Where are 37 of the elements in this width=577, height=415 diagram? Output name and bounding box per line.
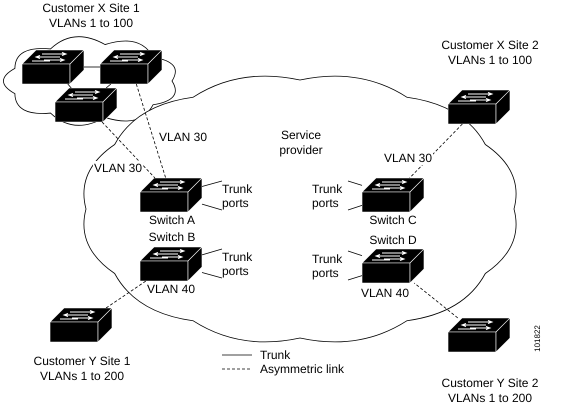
switch-caption: Customer Y Site 2 VLANs 1 to 200: [440, 376, 540, 406]
switch-caption: Customer Y Site 1 VLANs 1 to 200: [32, 354, 132, 384]
trunk-line: [202, 248, 222, 256]
switch-caption: Switch B: [148, 230, 196, 245]
port-label: Trunk ports: [222, 250, 254, 278]
legend-label: Asymmetric link: [260, 362, 344, 376]
trunk-line: [202, 204, 222, 210]
switch-caption: Customer X Site 2 VLANs 1 to 100: [440, 38, 540, 68]
port-label: Trunk ports: [312, 182, 344, 210]
asymmetric-link-line: [102, 122, 156, 178]
cloud-label: Customer X Site 1 VLANs 1 to 100: [41, 1, 141, 31]
asymmetric-link-line: [414, 282, 458, 318]
edge-label: VLAN 40: [146, 282, 196, 296]
trunk-line: [348, 275, 362, 280]
trunk-line: [348, 250, 362, 256]
edge-label: VLAN 30: [158, 130, 208, 144]
figure-number: 101822: [532, 325, 542, 352]
switch-caption: Switch A: [148, 213, 196, 228]
trunk-line: [348, 204, 362, 210]
trunk-line: [84, 66, 100, 68]
switch-caption: Switch C: [368, 213, 418, 228]
asymmetric-link-line: [106, 280, 146, 308]
trunk-line: [202, 272, 222, 278]
edge-label: VLAN 40: [360, 286, 410, 300]
edge-label: VLAN 30: [383, 151, 434, 165]
trunk-line: [348, 180, 362, 186]
cloud-label: Service provider: [278, 128, 324, 158]
asymmetric-link-line: [409, 124, 463, 178]
legend-label: Trunk: [260, 348, 290, 362]
asymmetric-link-line: [136, 84, 166, 178]
trunk-line: [106, 84, 112, 88]
edge-label: VLAN 30: [93, 161, 144, 175]
trunk-line: [67, 84, 72, 88]
trunk-line: [202, 180, 222, 187]
switch-caption: Switch D: [368, 233, 418, 248]
port-label: Trunk ports: [312, 252, 344, 280]
port-label: Trunk ports: [222, 182, 254, 210]
